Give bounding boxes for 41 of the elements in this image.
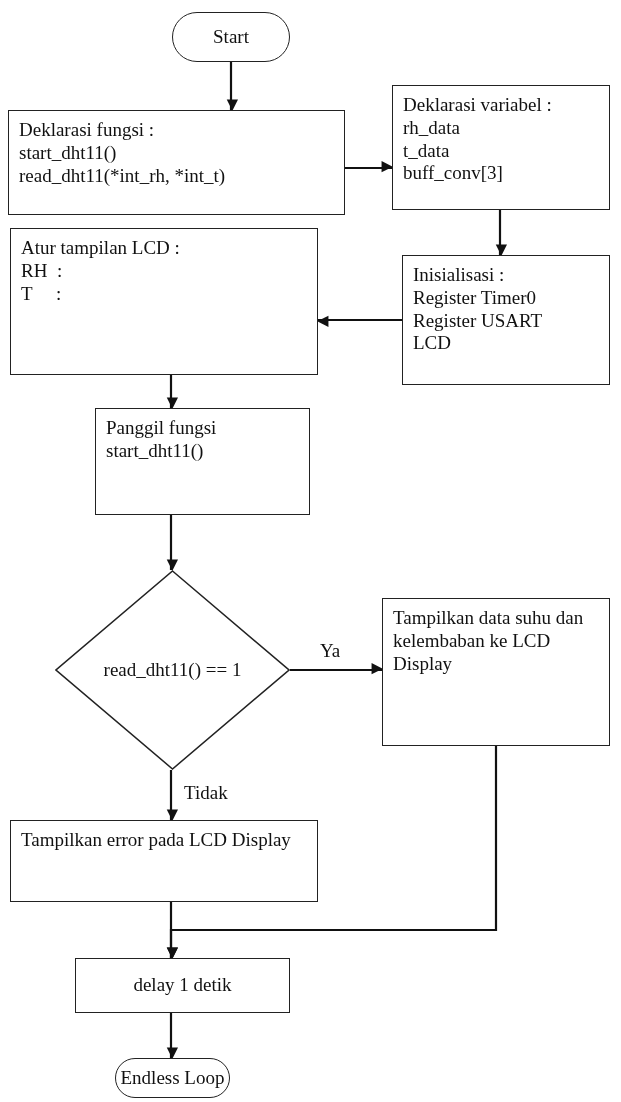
arrow [226, 62, 238, 111]
process-box [10, 228, 318, 375]
process-box [95, 408, 310, 515]
process-box [75, 958, 290, 1013]
arrow [166, 746, 498, 959]
node-text: Atur tampilan LCD : [21, 237, 180, 260]
node-text: Deklarasi variabel : [403, 94, 552, 117]
node-text: start_dht11() [19, 141, 117, 165]
node-text: Deklarasi fungsi : [19, 119, 155, 142]
node-text: Register USART [413, 309, 543, 333]
arrow [166, 1013, 178, 1059]
terminator-box [172, 12, 290, 62]
process-box [382, 598, 610, 746]
process-box [8, 110, 345, 215]
node-text: buff_conv[3] [403, 162, 503, 186]
arrow [290, 663, 383, 675]
node-text: T : [21, 282, 62, 306]
arrow [166, 375, 178, 409]
node-text: delay 1 detik [133, 974, 232, 997]
node-text: read_dht11(*int_rh, *int_t) [19, 164, 226, 188]
arrow [166, 515, 178, 571]
node-text: read_dht11() == 1 [103, 659, 242, 681]
node-text: Panggil fungsi start_dht11() [106, 417, 218, 463]
terminator-box [115, 1058, 230, 1098]
node-text: Tampilkan error pada LCD Display [21, 829, 291, 852]
arrow [317, 315, 402, 327]
node-text: LCD [413, 332, 451, 356]
node-text: Tampilkan data suhu dan kelembaban ke LCD Display [393, 607, 585, 676]
node-text: RH : [21, 259, 63, 283]
process-box [402, 255, 610, 385]
node-text: t_data [403, 139, 450, 163]
node-text: rh_data [403, 116, 460, 140]
arrow [166, 770, 178, 821]
node-text: Start [213, 25, 249, 49]
process-box [10, 820, 318, 902]
process-box [392, 85, 610, 210]
node-text: Register Timer0 [413, 286, 536, 310]
node-text: Endless Loop [120, 1066, 225, 1090]
node-text: Inisialisasi : [413, 264, 505, 287]
arrow [495, 210, 507, 256]
arrow [345, 161, 393, 173]
